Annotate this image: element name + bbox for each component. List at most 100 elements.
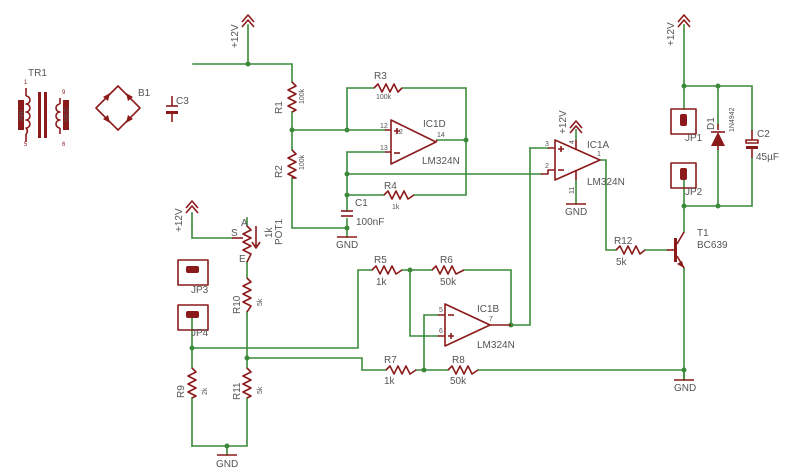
jumper-jp3: JP3 bbox=[177, 259, 209, 296]
svg-text:LM324N: LM324N bbox=[477, 340, 515, 351]
resistor-r12: R12 5k bbox=[614, 236, 646, 268]
svg-text:R9: R9 bbox=[176, 385, 187, 398]
svg-text:5k: 5k bbox=[616, 257, 628, 268]
svg-text:PRI: PRI bbox=[19, 109, 26, 121]
svg-text:GND: GND bbox=[336, 240, 358, 251]
jumper-jp2: JP2 bbox=[670, 162, 703, 198]
svg-text:+12V: +12V bbox=[230, 24, 241, 48]
gnd-bottom: GND bbox=[216, 454, 238, 470]
svg-text:C1: C1 bbox=[355, 198, 368, 209]
svg-text:R11: R11 bbox=[232, 382, 243, 400]
svg-text:JP4: JP4 bbox=[191, 328, 209, 339]
svg-text:R7: R7 bbox=[384, 355, 397, 366]
svg-text:100k: 100k bbox=[299, 88, 306, 104]
supply-12v-ic1a: +12V bbox=[558, 110, 583, 134]
svg-text:6: 6 bbox=[62, 142, 66, 148]
svg-text:R8: R8 bbox=[452, 355, 465, 366]
potentiometer-pot1: S A E 1k POT1 bbox=[231, 218, 285, 265]
resistor-r11: R11 5k bbox=[232, 367, 264, 400]
svg-text:A: A bbox=[241, 218, 248, 229]
svg-text:7: 7 bbox=[489, 316, 493, 323]
opamp-ic1d: 12 12 13 14 IC1D LM324N bbox=[380, 119, 460, 167]
supply-12v-top: +12V bbox=[230, 14, 255, 48]
svg-text:12: 12 bbox=[380, 123, 388, 130]
svg-text:TR1: TR1 bbox=[28, 68, 47, 79]
svg-text:5k: 5k bbox=[257, 298, 264, 306]
svg-text:+12V: +12V bbox=[666, 22, 677, 46]
svg-text:IC1A: IC1A bbox=[587, 140, 610, 151]
svg-text:4: 4 bbox=[569, 140, 576, 144]
svg-text:100k: 100k bbox=[376, 94, 392, 101]
svg-text:1k: 1k bbox=[264, 226, 275, 238]
svg-text:1k: 1k bbox=[376, 277, 388, 288]
svg-text:LM324N: LM324N bbox=[422, 156, 460, 167]
svg-text:R5: R5 bbox=[374, 255, 387, 266]
jumper-jp4: JP4 bbox=[177, 304, 209, 339]
svg-text:2: 2 bbox=[545, 163, 549, 170]
svg-text:E: E bbox=[239, 254, 246, 265]
svg-text:IC1B: IC1B bbox=[477, 304, 500, 315]
svg-text:POT1: POT1 bbox=[274, 218, 285, 245]
jumper-jp1: JP1 bbox=[670, 108, 703, 144]
svg-text:T1: T1 bbox=[697, 228, 709, 239]
svg-text:1: 1 bbox=[597, 151, 601, 158]
svg-text:5: 5 bbox=[24, 142, 28, 148]
svg-text:C3: C3 bbox=[176, 96, 189, 107]
transistor-t1: T1 BC639 bbox=[667, 228, 728, 269]
svg-text:1: 1 bbox=[24, 80, 28, 86]
svg-text:1k: 1k bbox=[384, 376, 396, 387]
gnd-c1: GND bbox=[336, 236, 358, 251]
resistor-r8: R8 50k bbox=[447, 355, 479, 387]
svg-text:R4: R4 bbox=[384, 181, 397, 192]
svg-text:IC1D: IC1D bbox=[423, 119, 446, 130]
transformer-tr1: TR1 1 5 9 6 PRI SEC bbox=[18, 68, 71, 148]
svg-text:1N4942: 1N4942 bbox=[729, 107, 736, 132]
resistor-r6: R6 50k bbox=[431, 255, 465, 288]
resistor-r4: R4 1k bbox=[383, 181, 415, 211]
svg-text:R2: R2 bbox=[274, 165, 285, 178]
svg-text:11: 11 bbox=[569, 187, 576, 194]
svg-text:50k: 50k bbox=[450, 376, 467, 387]
supply-12v-right: +12V bbox=[666, 14, 691, 46]
diode-d1: D1 1N4942 bbox=[706, 107, 736, 150]
svg-text:D1: D1 bbox=[706, 117, 717, 130]
resistor-r10: R10 5k bbox=[232, 277, 264, 314]
svg-text:6: 6 bbox=[439, 328, 443, 335]
svg-text:13: 13 bbox=[380, 145, 388, 152]
svg-text:S: S bbox=[231, 228, 238, 239]
capacitor-c3: C3 bbox=[166, 96, 189, 122]
svg-text:GND: GND bbox=[565, 207, 587, 218]
gnd-ic1a: GND bbox=[565, 203, 587, 218]
capacitor-c2: C2 45µF bbox=[745, 129, 779, 163]
svg-text:100k: 100k bbox=[299, 154, 306, 170]
svg-text:3: 3 bbox=[545, 141, 549, 148]
resistor-r5: R5 1k bbox=[371, 255, 403, 288]
svg-text:14: 14 bbox=[437, 132, 445, 139]
svg-text:C2: C2 bbox=[757, 129, 770, 140]
svg-text:12: 12 bbox=[395, 129, 403, 136]
svg-text:R10: R10 bbox=[232, 295, 243, 314]
svg-text:GND: GND bbox=[216, 459, 238, 470]
resistor-r7: R7 1k bbox=[384, 355, 417, 387]
resistor-r2: R2 100k bbox=[274, 149, 306, 179]
svg-text:2k: 2k bbox=[202, 387, 209, 395]
svg-text:LM324N: LM324N bbox=[587, 177, 625, 188]
svg-text:GND: GND bbox=[674, 383, 696, 394]
bridge-rectifier-b1: B1 bbox=[95, 85, 151, 131]
svg-text:B1: B1 bbox=[138, 88, 151, 99]
svg-text:45µF: 45µF bbox=[756, 152, 779, 163]
wires bbox=[191, 24, 753, 456]
svg-text:R12: R12 bbox=[614, 236, 633, 247]
resistor-r9: R9 2k bbox=[176, 367, 209, 399]
svg-text:JP1: JP1 bbox=[685, 133, 703, 144]
svg-text:5: 5 bbox=[439, 307, 443, 314]
capacitor-c1: C1 100nF bbox=[341, 198, 384, 228]
svg-text:+12V: +12V bbox=[174, 208, 185, 232]
svg-text:R1: R1 bbox=[274, 101, 285, 114]
svg-text:BC639: BC639 bbox=[697, 240, 728, 251]
svg-text:JP2: JP2 bbox=[685, 187, 703, 198]
svg-text:50k: 50k bbox=[440, 277, 457, 288]
supply-12v-pot: +12V bbox=[174, 200, 199, 232]
opamp-ic1b: 5 6 7 IC1B LM324N bbox=[438, 303, 515, 351]
